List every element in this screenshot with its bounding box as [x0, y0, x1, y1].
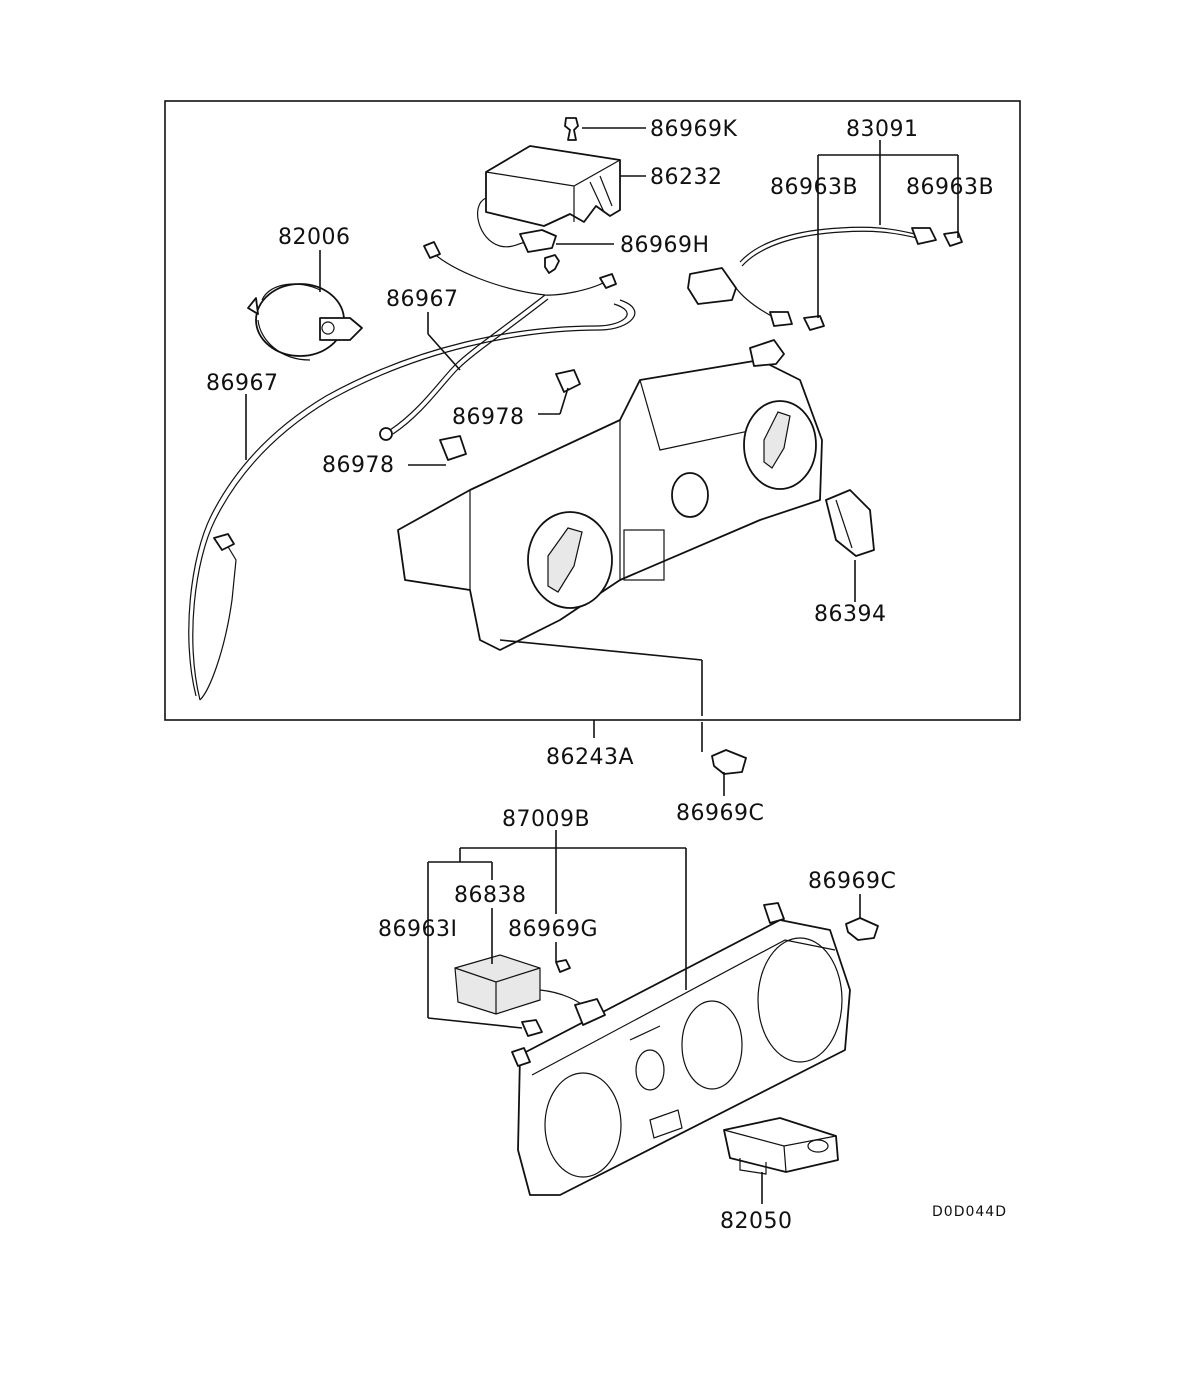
- bulb-86963i-drawing: [521, 1019, 543, 1037]
- switch-82050-drawing: [723, 1117, 839, 1175]
- harness-83091-drawing: [687, 226, 963, 331]
- screw-86969c-b-drawing: [845, 917, 879, 941]
- label-82006: 82006: [278, 225, 351, 250]
- part-labels: 86969K 86232 83091 86963B 86963B 82006 8…: [206, 117, 1007, 1234]
- bezel-87009b-drawing: [511, 902, 851, 1196]
- assembly-frame: [164, 100, 1021, 721]
- label-86969c-b: 86969C: [808, 869, 896, 894]
- label-82050: 82050: [720, 1209, 793, 1234]
- motor-82006-drawing: [247, 283, 363, 361]
- cable-86967-drawing: [188, 299, 636, 701]
- label-86967-b: 86967: [206, 371, 279, 396]
- screw-86969h-drawing: [544, 254, 560, 274]
- label-86243a: 86243A: [546, 745, 634, 770]
- label-86232: 86232: [650, 165, 723, 190]
- label-87009b: 87009B: [502, 807, 590, 832]
- label-86978-b: 86978: [322, 453, 395, 478]
- label-86394: 86394: [814, 602, 887, 627]
- cable-86967-short-drawing: [379, 241, 617, 441]
- panel-86838-drawing: [454, 954, 606, 1026]
- label-83091: 83091: [846, 117, 919, 142]
- label-86969k: 86969K: [650, 117, 737, 142]
- leader-lines: [245, 127, 959, 1204]
- label-86967-a: 86967: [386, 287, 459, 312]
- screw-86969c-a-drawing: [711, 749, 747, 775]
- control-unit-86243a-drawing: [397, 339, 823, 651]
- label-86963b-a: 86963B: [770, 175, 858, 200]
- label-86969h: 86969H: [620, 233, 710, 258]
- label-86963i: 86963I: [378, 917, 457, 942]
- label-86963b-b: 86963B: [906, 175, 994, 200]
- drawing-code: D0D044D: [932, 1204, 1007, 1220]
- servo-86232-drawing: [477, 145, 621, 253]
- label-86969c-a: 86969C: [676, 801, 764, 826]
- knob-86394-drawing: [825, 489, 875, 557]
- label-86978-a: 86978: [452, 405, 525, 430]
- label-86838: 86838: [454, 883, 527, 908]
- label-86969g: 86969G: [508, 917, 598, 942]
- clip-86969k-drawing: [564, 117, 579, 141]
